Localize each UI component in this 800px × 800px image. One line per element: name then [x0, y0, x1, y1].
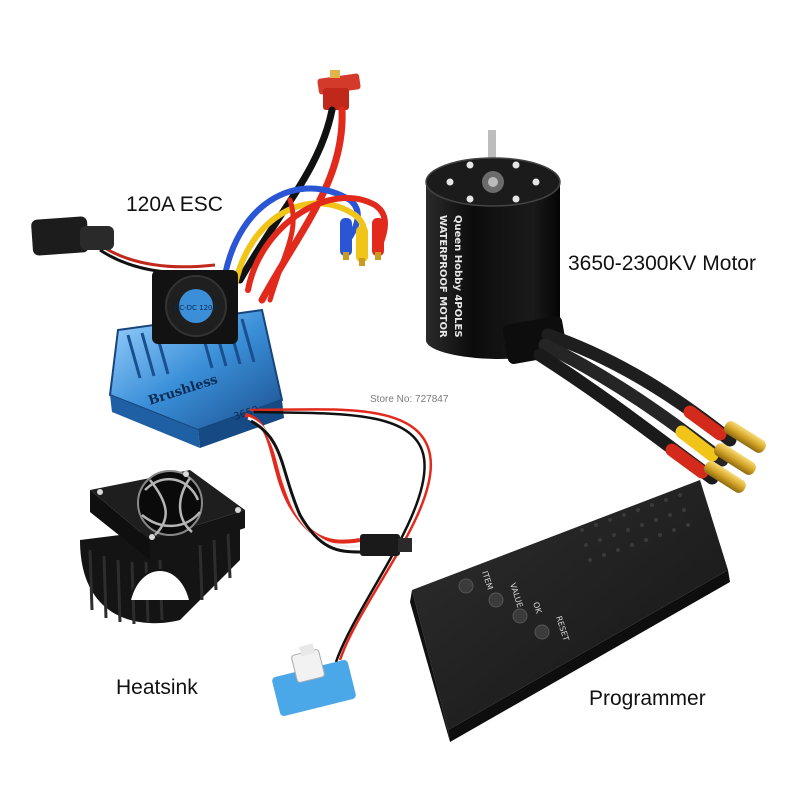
motor-group: Queen Hobby 4POLES WATERPROOF MOTOR [425, 130, 766, 493]
programmer-label: Programmer [589, 687, 706, 710]
button-label-ok: OK [531, 601, 543, 615]
programmer-card: ITEM VALUE OK RESET [410, 480, 730, 742]
motor-label: 3650-2300KV Motor [568, 252, 756, 275]
bullet-connectors [340, 218, 384, 266]
deans-connector [317, 70, 361, 110]
fan-label: RC-DC 120A [175, 304, 218, 312]
heatsink-label: Heatsink [116, 676, 198, 699]
servo-plug [360, 534, 400, 556]
esc-group: RC-DC 120A Brushless 3650 [31, 70, 433, 663]
motor-wires [222, 185, 388, 303]
esc-switch [31, 216, 216, 275]
motor-label-1: Queen Hobby 4POLES [452, 215, 463, 338]
store-watermark: Store No: 727847 [370, 394, 449, 405]
motor-bullets [704, 421, 766, 493]
esc-label: 120A ESC [126, 193, 223, 216]
motor-shaft [488, 130, 496, 178]
heatsink-group [80, 470, 245, 625]
programmer-buttons: ITEM VALUE OK RESET [458, 570, 571, 642]
signal-wire [244, 408, 433, 663]
blue-connector [272, 643, 356, 716]
motor-label-2: WATERPROOF MOTOR [437, 215, 448, 338]
esc-body: RC-DC 120A Brushless 3650 [108, 270, 284, 448]
